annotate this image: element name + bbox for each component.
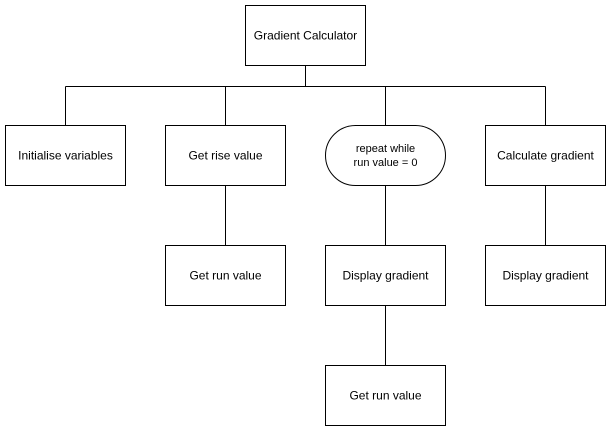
node-repeat-loop-label-line2: run value = 0 (354, 157, 418, 169)
node-repeat-loop: repeat while run value = 0 (325, 125, 446, 186)
connectors (65, 65, 546, 366)
node-get-run-value-1-label: Get run value (189, 269, 261, 283)
node-get-rise-value-label: Get rise value (188, 149, 262, 163)
node-initialise-variables-label: Initialise variables (18, 149, 113, 163)
node-display-gradient-1-label: Display gradient (342, 269, 429, 283)
node-initialise-variables: Initialise variables (5, 125, 126, 186)
node-gradient-calculator-label: Gradient Calculator (254, 29, 357, 43)
node-display-gradient-2: Display gradient (485, 245, 606, 306)
node-get-run-value-2: Get run value (325, 365, 446, 426)
node-get-run-value-2-label: Get run value (349, 389, 421, 403)
node-get-run-value-1: Get run value (165, 245, 286, 306)
node-display-gradient-1: Display gradient (325, 245, 446, 306)
node-calculate-gradient: Calculate gradient (485, 125, 606, 186)
node-repeat-loop-label-line1: repeat while (356, 143, 415, 155)
node-display-gradient-2-label: Display gradient (502, 269, 589, 283)
node-gradient-calculator: Gradient Calculator (245, 5, 366, 66)
node-calculate-gradient-label: Calculate gradient (497, 149, 594, 163)
node-get-rise-value: Get rise value (165, 125, 286, 186)
